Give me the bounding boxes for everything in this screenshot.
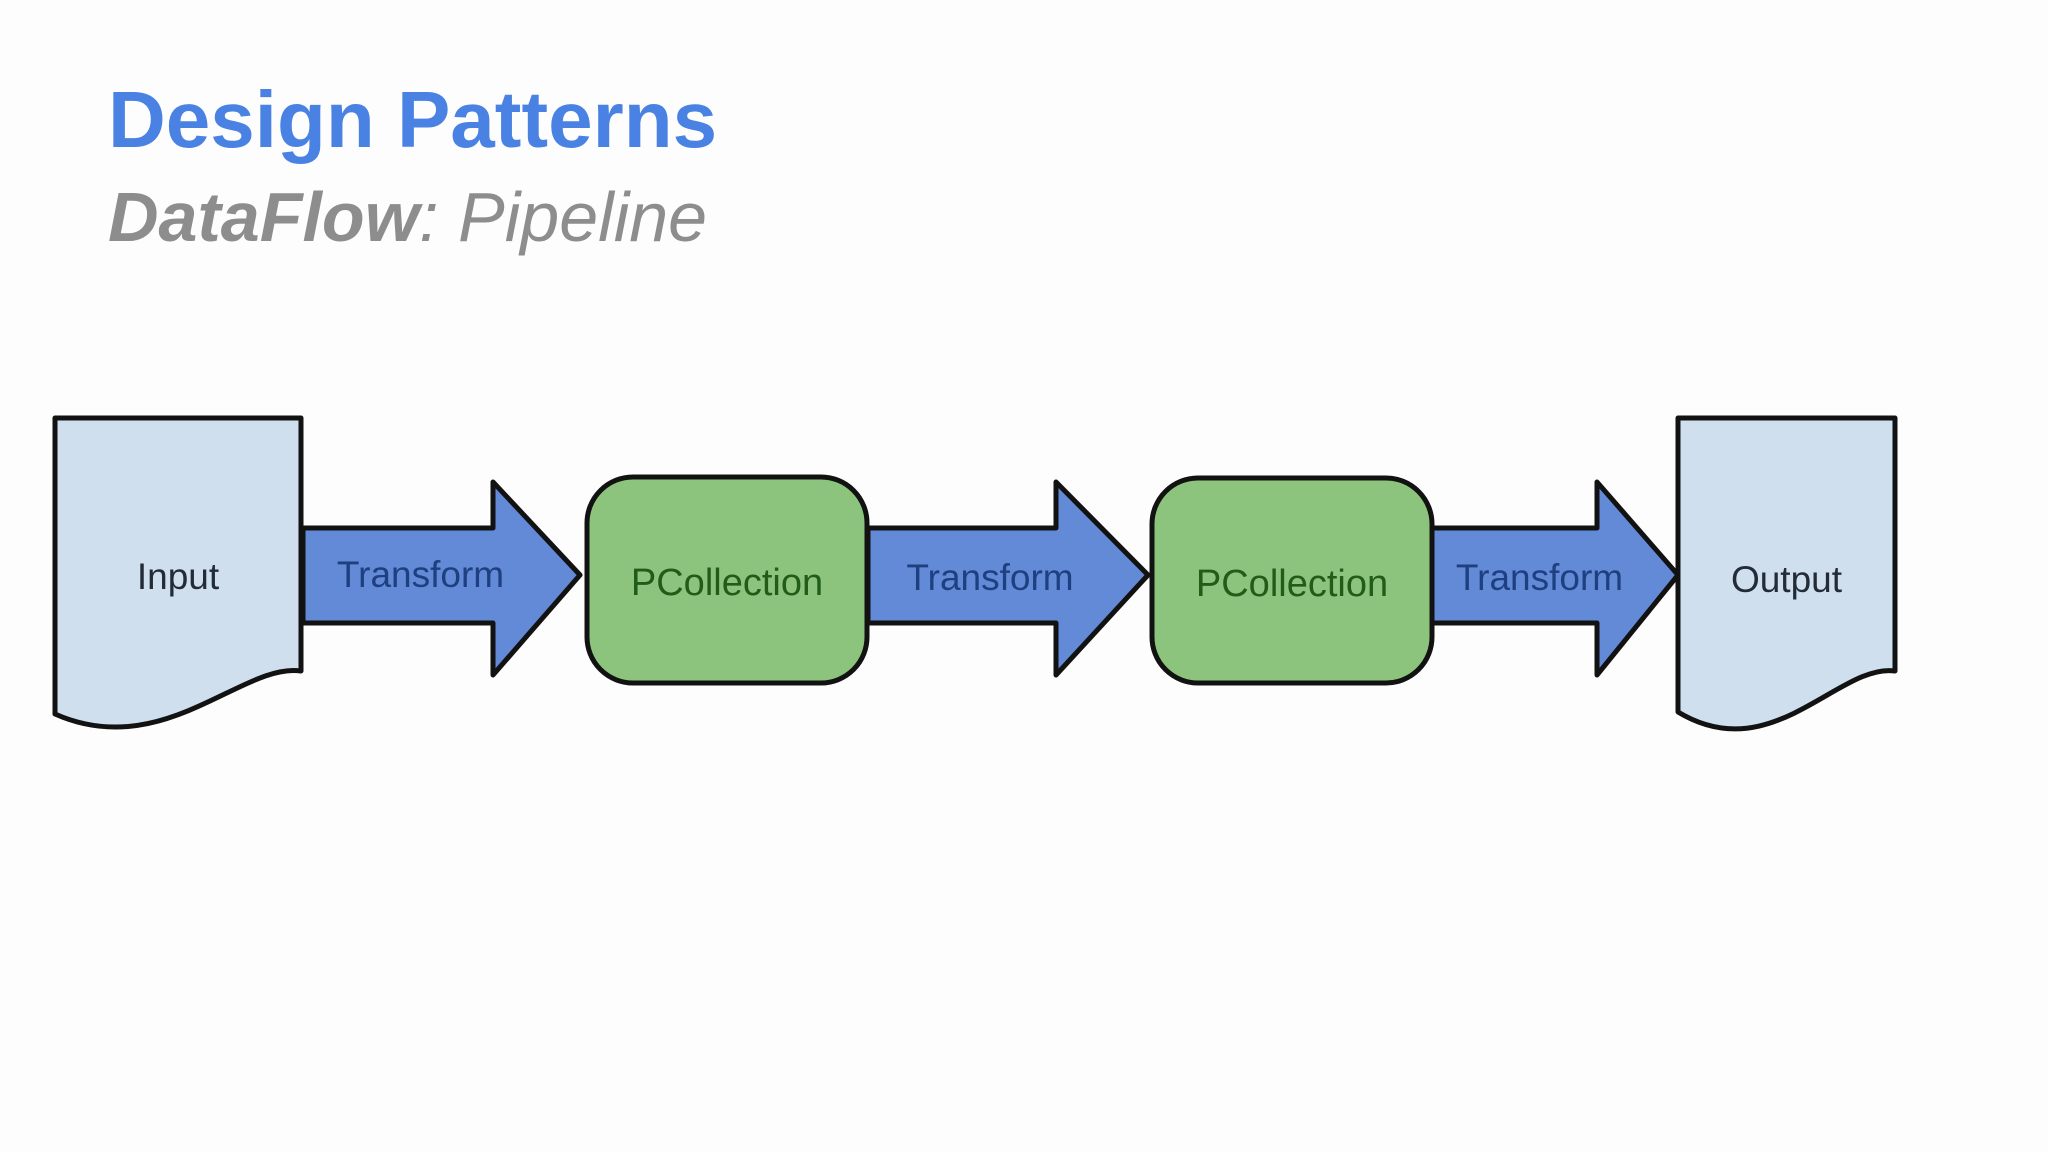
right-block-arrow-icon [300, 479, 583, 678]
document-icon [1675, 415, 1898, 732]
right-block-arrow-icon [865, 479, 1151, 678]
pcollection-2-label: PCollection [1195, 563, 1389, 605]
document-icon [52, 415, 304, 730]
output-document-shape [1674, 414, 1900, 744]
transform-arrow-2 [865, 479, 1153, 679]
subtitle-rest: : Pipeline [419, 178, 708, 256]
right-block-arrow-icon [1429, 479, 1681, 678]
transform-arrow-1 [300, 479, 584, 679]
input-document-shape [51, 414, 305, 744]
transform-3-label: Transform [1455, 557, 1624, 598]
transform-1-label: Transform [336, 554, 505, 595]
slide-subtitle: DataFlow: Pipeline [108, 182, 707, 252]
output-label: Output [1730, 559, 1843, 600]
transform-arrow-3 [1429, 479, 1683, 679]
input-label: Input [136, 556, 220, 597]
pcollection-1-label: PCollection [630, 562, 824, 604]
subtitle-emphasis: DataFlow [108, 178, 420, 256]
transform-2-label: Transform [906, 557, 1074, 598]
slide-title: Design Patterns [108, 75, 718, 164]
